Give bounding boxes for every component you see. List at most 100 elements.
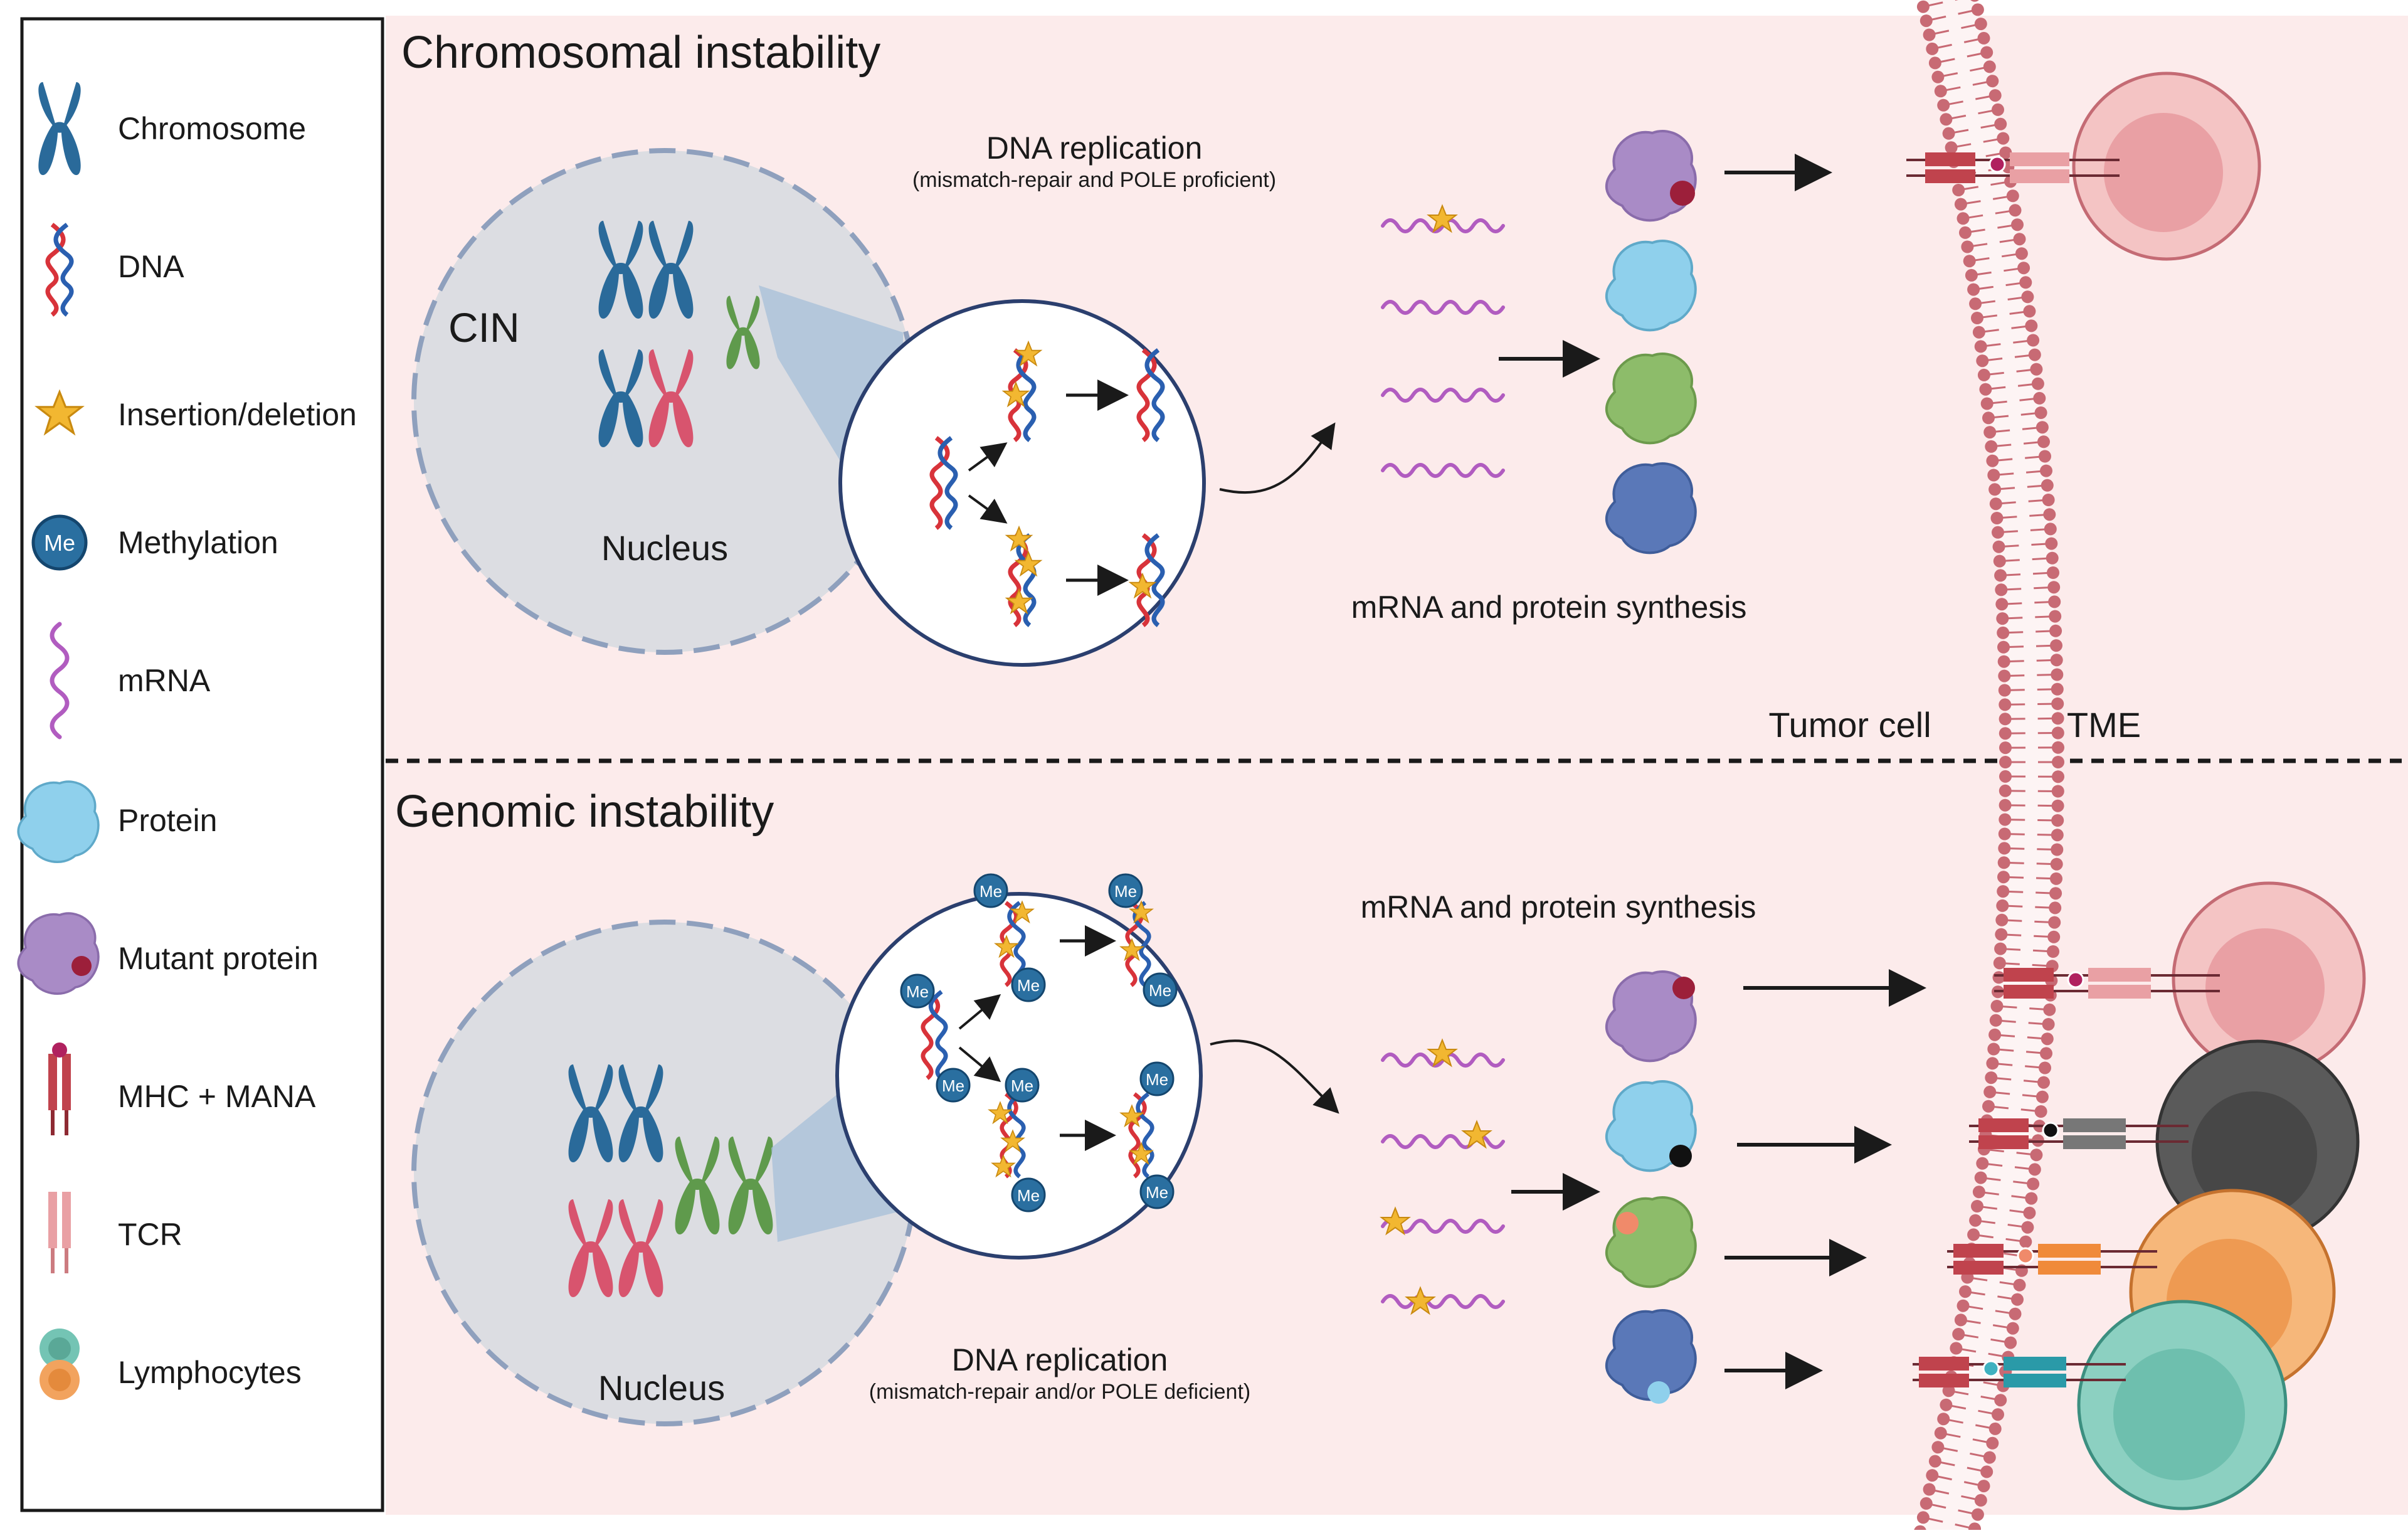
lipid-head	[2037, 435, 2050, 448]
top-synthesis-label: mRNA and protein synthesis	[1351, 590, 1747, 625]
lipid-head	[1982, 411, 1995, 424]
legend-label-mhc-mana: MHC + MANA	[118, 1079, 316, 1114]
bottom-methyl-6: Me	[1144, 973, 1176, 1006]
lipid-head	[2052, 770, 2064, 783]
lipid-head	[2045, 538, 2057, 550]
bottom-methyl-4: Me	[1012, 968, 1045, 1001]
methylation-icon: Me	[33, 516, 86, 569]
top-replication-title: DNA replication	[986, 130, 1203, 166]
lipid-head	[1999, 698, 2011, 711]
lipid-head	[1957, 1300, 1970, 1312]
lipid-head	[1994, 1394, 2007, 1406]
lipid-head	[1991, 512, 2004, 524]
bottom-methyl-9: Me	[1141, 1063, 1173, 1095]
lipid-head	[1986, 455, 1999, 467]
lipid-head	[2051, 669, 2063, 681]
lipid-head	[1999, 727, 2012, 740]
lipid-head	[1999, 756, 2012, 768]
lipid-head	[1987, 469, 2000, 482]
lipid-head	[2052, 741, 2064, 754]
lipid-head	[1990, 497, 2002, 510]
bottom-methyl-1: Me	[901, 975, 934, 1007]
lipid-head	[2007, 1322, 2019, 1335]
lipid-head	[1999, 799, 2012, 812]
lipid-head	[1929, 1455, 1941, 1468]
bottom-replication-subtitle: (mismatch-repair and/or POLE deficient)	[869, 1380, 1250, 1404]
lipid-head	[1999, 713, 2012, 725]
lipid-head	[2048, 916, 2061, 929]
lipid-head	[2042, 494, 2055, 506]
lipid-head	[1955, 198, 1967, 211]
lipid-head	[1959, 1285, 1972, 1298]
lipid-head	[1920, 14, 1933, 27]
lipid-head	[2041, 1032, 2054, 1045]
lipid-head	[1950, 1342, 1962, 1355]
lipid-head	[1926, 43, 1938, 55]
lipid-head	[1971, 312, 1983, 324]
lipid-head	[2023, 1207, 2036, 1219]
lipid-head	[2023, 305, 2036, 317]
lipid-head	[1994, 943, 2007, 955]
lipid-head	[2051, 683, 2064, 696]
lipid-head	[1985, 440, 1997, 453]
lipid-head	[1999, 785, 2012, 797]
lipid-head	[1998, 842, 2010, 854]
lipid-head	[2052, 712, 2064, 724]
lipid-head	[1985, 1071, 1997, 1084]
lipid-head	[2051, 814, 2064, 827]
svg-text:Me: Me	[44, 530, 75, 556]
lipid-head	[1981, 398, 1993, 410]
lipid-head	[2033, 392, 2046, 405]
lipid-head	[1994, 569, 2007, 581]
lipid-head	[1979, 383, 1992, 396]
lipid-head	[2047, 931, 2060, 943]
bottom-synthesis-label: mRNA and protein synthesis	[1361, 889, 1756, 925]
lipid-head	[2014, 233, 2026, 245]
bottom-methyl-5: Me	[1109, 874, 1142, 907]
top-section-title: Chromosomal instability	[401, 28, 880, 78]
lipid-head	[2032, 378, 2044, 390]
lipid-head	[2039, 450, 2051, 463]
lipid-head	[1929, 56, 1941, 69]
lipid-head	[2036, 421, 2049, 433]
legend-label-lymphocytes: Lymphocytes	[118, 1355, 302, 1390]
lipid-head	[1975, 1494, 1987, 1507]
legend-label-tcr: TCR	[118, 1217, 182, 1252]
lipid-head	[1940, 113, 1952, 125]
legend-label-insertion-deletion: Insertion/deletion	[118, 397, 357, 432]
lipid-head	[1994, 118, 2007, 130]
lipid-head	[1989, 1423, 2002, 1435]
lipid-head	[2046, 552, 2059, 565]
svg-text:Me: Me	[1146, 1070, 1168, 1089]
lipid-head	[1965, 269, 1978, 282]
lipid-head	[2043, 1004, 2056, 1016]
lipid-head	[2029, 1163, 2041, 1175]
tme-label: TME	[2067, 705, 2141, 745]
lipid-head	[2004, 1337, 2017, 1349]
svg-text:Me: Me	[1017, 976, 1040, 995]
lipid-head	[1969, 297, 1982, 310]
lipid-head	[1955, 1313, 1967, 1326]
lipid-head	[2029, 349, 2041, 361]
lipid-head	[2040, 465, 2052, 477]
lipid-head	[2049, 901, 2061, 914]
lipid-head	[2040, 1047, 2052, 1059]
lipid-head	[1996, 612, 2009, 625]
lipid-head	[2030, 363, 2042, 376]
lipid-head	[1931, 71, 1944, 83]
svg-text:Me: Me	[906, 982, 929, 1001]
bottom-methyl-7: Me	[1006, 1069, 1038, 1101]
lipid-head	[1972, 1509, 1984, 1521]
lipid-head	[2047, 566, 2059, 579]
bottom-nucleus-label: Nucleus	[598, 1368, 725, 1408]
lipid-head	[1986, 1057, 1999, 1069]
lipid-head	[1945, 141, 1958, 154]
lipid-head	[1997, 641, 2010, 654]
lipid-head	[1969, 1214, 1982, 1227]
legend-box	[22, 19, 383, 1510]
lipid-head	[1996, 899, 2009, 912]
bottom-replication-title: DNA replication	[952, 1342, 1168, 1377]
lipid-head	[2051, 698, 2064, 710]
lipid-head	[1993, 541, 2005, 553]
